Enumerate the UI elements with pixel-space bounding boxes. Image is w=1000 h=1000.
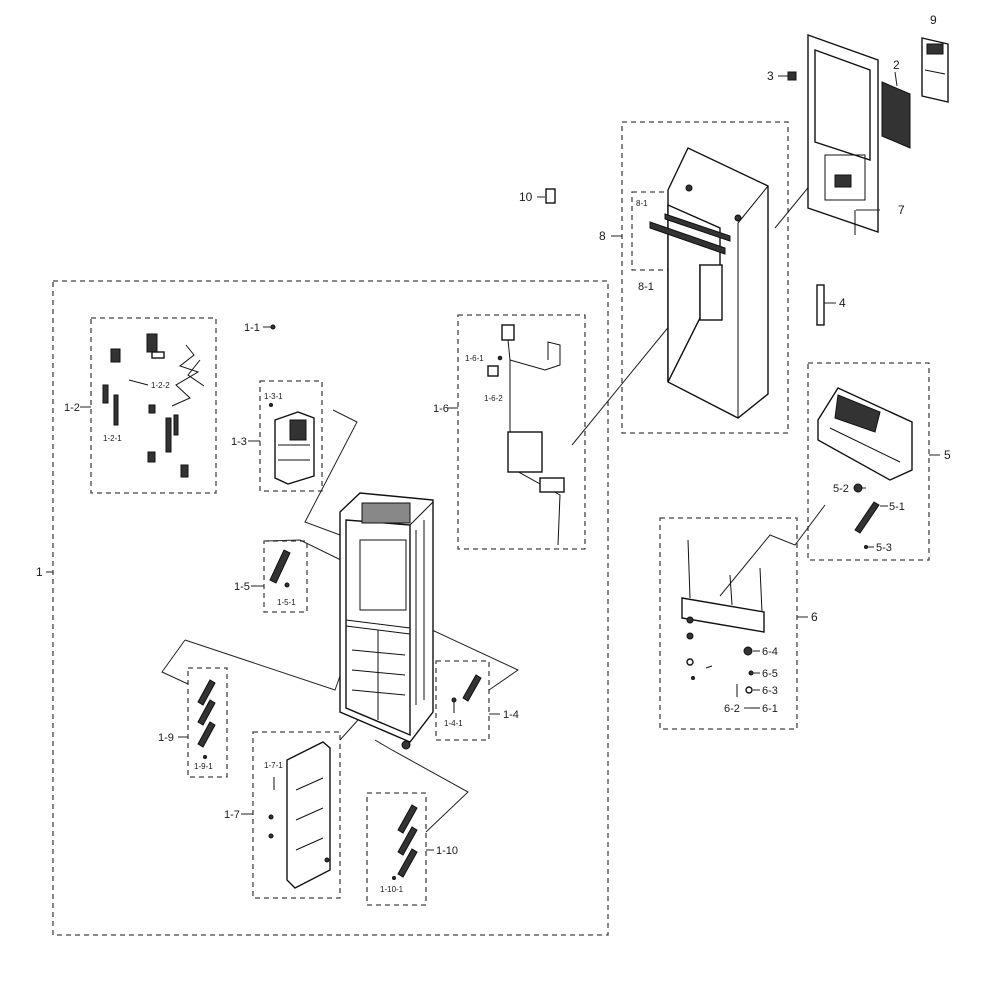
- screw-3: [778, 71, 797, 81]
- label-1-6-2: 1-6-2: [484, 394, 503, 403]
- label-8-1: 8-1: [638, 281, 654, 293]
- group-box-8: [621, 121, 789, 434]
- label-6-4: 6-4: [762, 646, 778, 658]
- group-1-10-parts: [392, 804, 418, 880]
- callout-labels: 1 1-1 1-2 1-2-1 1-2-2 1-3 1-3-1 1-4 1-4-…: [36, 13, 951, 894]
- label-2: 2: [893, 58, 900, 72]
- label-5-3: 5-3: [876, 542, 892, 554]
- group-box-6: [659, 517, 798, 730]
- label-1-6-1: 1-6-1: [465, 354, 484, 363]
- label-6-2: 6-2: [724, 703, 740, 715]
- label-1-10: 1-10: [436, 845, 458, 857]
- label-5: 5: [944, 448, 951, 462]
- label-1-9-1: 1-9-1: [194, 762, 213, 771]
- label-1-5-1: 1-5-1: [277, 598, 296, 607]
- group-box-1-9: [187, 667, 228, 778]
- part-10: [537, 188, 556, 204]
- screw-1-1: [263, 324, 276, 330]
- group-6-parts: [681, 539, 765, 709]
- label-6-5: 6-5: [762, 668, 778, 680]
- label-1-1: 1-1: [244, 322, 260, 334]
- label-5-1: 5-1: [889, 501, 905, 513]
- group-1-6-parts: [487, 324, 565, 546]
- group-1-3-part: [269, 403, 315, 485]
- group-box-5: [807, 362, 930, 561]
- cover-9: [921, 37, 949, 103]
- label-3: 3: [767, 69, 774, 83]
- label-7: 7: [898, 203, 905, 217]
- group-1-9-parts: [197, 679, 216, 759]
- group-box-1-10: [366, 792, 427, 906]
- label-1-3-1: 1-3-1: [264, 392, 283, 401]
- group-box-1-4: [435, 660, 490, 741]
- label-6-3: 6-3: [762, 685, 778, 697]
- label-1-7: 1-7: [224, 809, 240, 821]
- label-4: 4: [839, 296, 846, 310]
- group-1-2-parts: [102, 333, 205, 478]
- label-1-4: 1-4: [503, 709, 519, 721]
- group-1-7-part: [268, 741, 331, 889]
- refrigerator-cabinet: [339, 492, 434, 750]
- group-box-1-2: [90, 317, 217, 494]
- group-1-4-part: [451, 674, 482, 713]
- label-1-10-1: 1-10-1: [380, 885, 404, 894]
- label-9: 9: [930, 13, 937, 27]
- label-1-4-1: 1-4-1: [444, 719, 463, 728]
- label-1-5: 1-5: [234, 581, 250, 593]
- module-2: [881, 71, 911, 149]
- label-1-6: 1-6: [433, 403, 449, 415]
- label-10: 10: [519, 190, 533, 204]
- label-1-2: 1-2: [64, 402, 80, 414]
- label-5-2: 5-2: [833, 483, 849, 495]
- label-1-2-1: 1-2-1: [103, 434, 122, 443]
- group-box-1-6: [457, 314, 586, 550]
- control-panel-7: [807, 34, 879, 235]
- group-box-1: [52, 280, 609, 936]
- group-box-1-7: [252, 731, 341, 899]
- group-box-1-5: [263, 540, 308, 613]
- label-8: 8: [599, 229, 606, 243]
- label-1-9: 1-9: [158, 732, 174, 744]
- label-1-7-1: 1-7-1: [264, 761, 283, 770]
- label-6: 6: [811, 610, 818, 624]
- label-1-2-2: 1-2-2: [151, 381, 170, 390]
- label-8-1-top: 8-1: [636, 199, 648, 208]
- label-1: 1: [36, 565, 43, 579]
- label-ticks: [46, 235, 940, 851]
- group-1-5-part: [269, 549, 291, 588]
- door-assembly: [649, 147, 769, 419]
- label-1-3: 1-3: [231, 436, 247, 448]
- group-5-parts: [817, 387, 913, 549]
- group-box-1-3: [259, 380, 323, 492]
- part-4: [816, 284, 836, 326]
- label-6-1: 6-1: [762, 703, 778, 715]
